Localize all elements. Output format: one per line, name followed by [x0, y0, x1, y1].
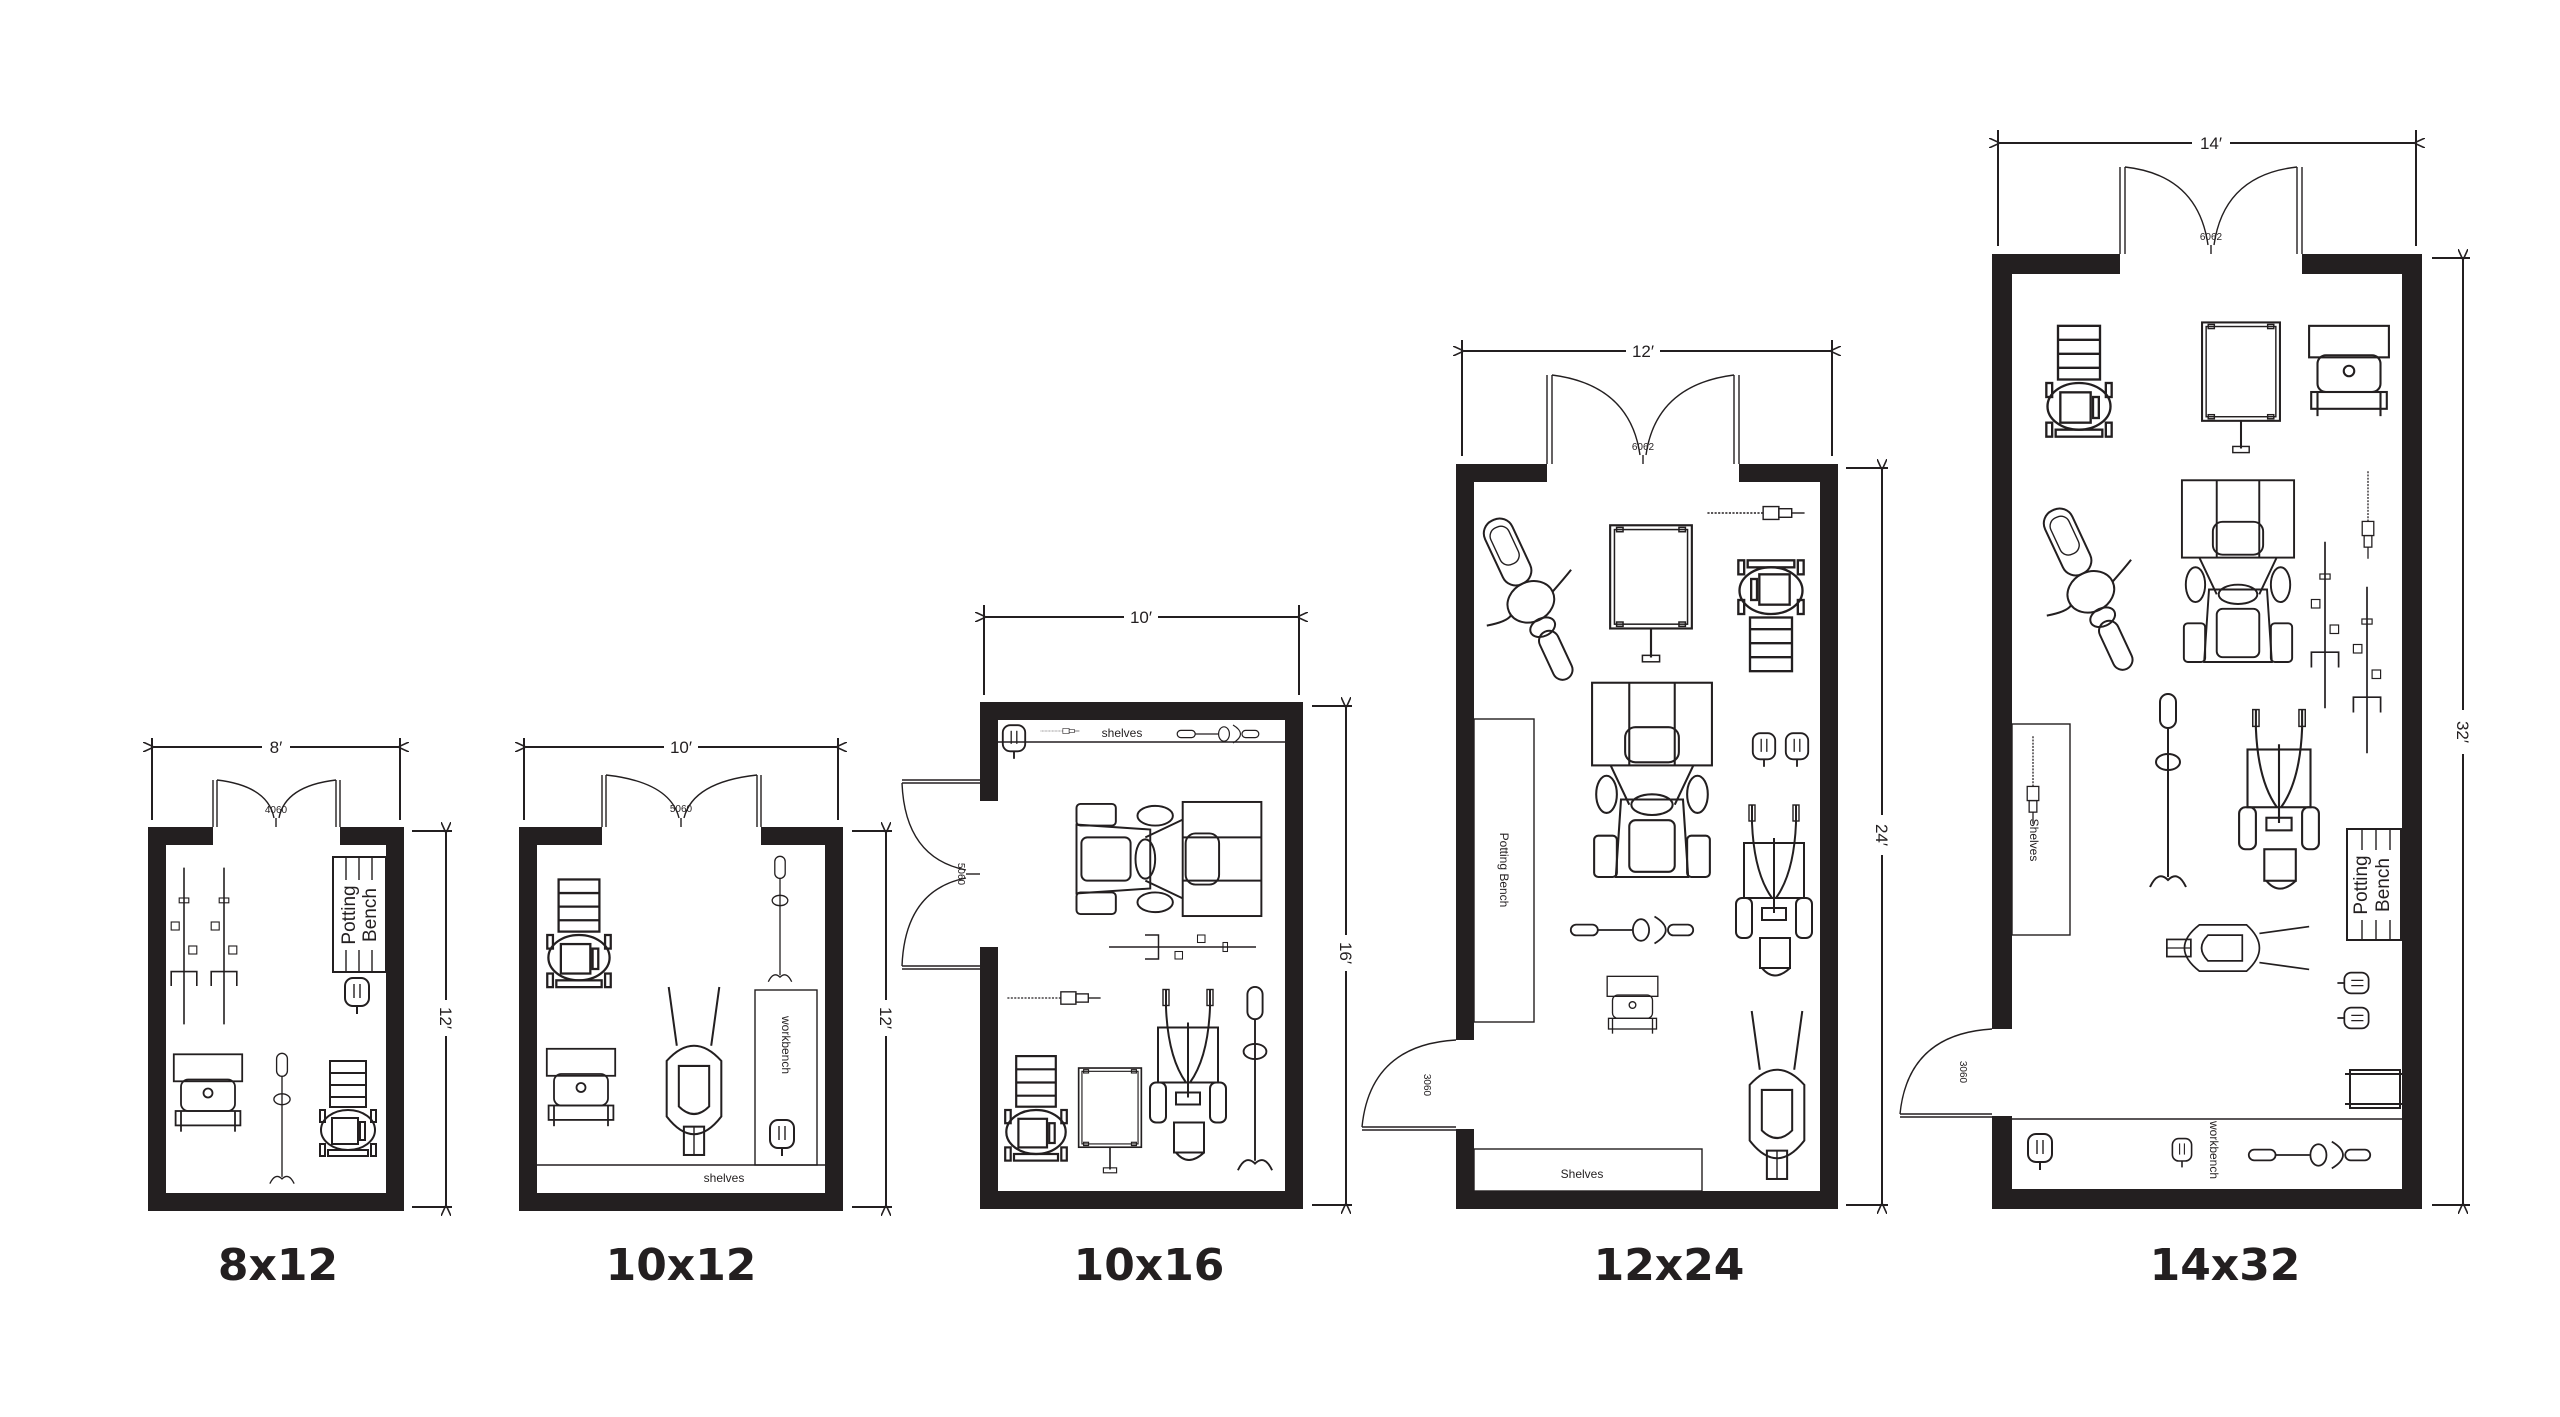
door-code: 5060 — [670, 804, 693, 815]
svg-text:workbench: workbench — [2207, 1120, 2221, 1179]
double-door[interactable] — [212, 779, 341, 827]
floor — [537, 845, 825, 1193]
svg-text:10′: 10′ — [670, 738, 692, 757]
svg-text:Shelves: Shelves — [2027, 819, 2041, 862]
plan-8x12: 4060 8′ 12′ Potting Bench — [148, 735, 458, 1211]
svg-text:16′: 16′ — [1336, 942, 1355, 964]
side-door-opening — [1991, 1029, 2013, 1116]
side-door[interactable] — [1899, 1028, 1993, 1118]
potting-bench: Potting Bench — [1473, 718, 1535, 1023]
side-door-code: 3060 — [1421, 1074, 1432, 1097]
svg-text:24′: 24′ — [1872, 824, 1891, 846]
potting-bench: Potting Bench — [2346, 828, 2402, 941]
floor — [1474, 482, 1820, 1191]
svg-text:32′: 32′ — [2453, 721, 2472, 743]
svg-text:Bench: Bench — [360, 888, 381, 942]
svg-text:14′: 14′ — [2200, 134, 2222, 153]
svg-text:12′: 12′ — [1632, 342, 1654, 361]
door-opening — [2120, 253, 2302, 275]
plan-label: 10x16 — [1074, 1240, 1225, 1291]
hand-cart — [2345, 1069, 2405, 1109]
plan-label: 14x32 — [2150, 1240, 2301, 1291]
svg-text:shelves: shelves — [704, 1171, 745, 1185]
potting-bench: Potting Bench — [332, 856, 387, 973]
double-door[interactable] — [1546, 374, 1740, 464]
height-dimension: 16′ — [1312, 706, 1358, 1205]
door-code: 4060 — [265, 805, 288, 816]
svg-text:12′: 12′ — [876, 1007, 895, 1029]
width-dimension: 10′ — [524, 735, 838, 820]
side-door-code: 3060 — [1957, 1061, 1968, 1084]
height-dimension: 32′ — [2432, 258, 2475, 1205]
height-dimension: 24′ — [1846, 468, 1894, 1205]
plan-10x16: 5060 10′ 16′ shelves — [901, 605, 1358, 1209]
floor — [2012, 274, 2402, 1189]
plan-10x12: 5060 10′ 12′ shelves workbench — [519, 735, 898, 1211]
double-door[interactable] — [2119, 166, 2303, 254]
height-dimension: 12′ — [852, 831, 898, 1207]
width-dimension: 8′ — [152, 735, 400, 820]
svg-text:Shelves: Shelves — [1561, 1167, 1604, 1181]
plan-label: 12x24 — [1594, 1240, 1745, 1291]
door-code: 5060 — [955, 863, 966, 886]
svg-text:Potting Bench: Potting Bench — [1497, 833, 1511, 908]
plan-label: 8x12 — [218, 1240, 338, 1291]
width-dimension: 10′ — [984, 605, 1299, 695]
side-door-opening — [1455, 1040, 1475, 1129]
plan-14x32: 6062 3060 14′ 32′ Shelves Potting — [1899, 130, 2475, 1209]
svg-text:10′: 10′ — [1130, 608, 1152, 627]
door-code: 6062 — [2200, 232, 2223, 243]
height-dimension: 12′ — [412, 831, 458, 1207]
door-opening — [1547, 463, 1739, 483]
shelves: Shelves — [1473, 1148, 1703, 1192]
door-opening — [213, 826, 340, 846]
svg-text:shelves: shelves — [1102, 726, 1143, 740]
double-door[interactable] — [601, 774, 762, 827]
width-dimension: 12′ — [1462, 339, 1832, 456]
workbench: workbench — [754, 989, 818, 1166]
side-door[interactable] — [1361, 1039, 1457, 1131]
workbench: workbench — [2012, 1118, 2402, 1179]
svg-text:Bench: Bench — [2373, 858, 2394, 912]
svg-text:12′: 12′ — [436, 1007, 455, 1029]
door-opening — [602, 826, 761, 846]
plan-label: 10x12 — [606, 1240, 757, 1291]
door-code: 6062 — [1632, 442, 1655, 453]
svg-text:8′: 8′ — [270, 738, 283, 757]
door-opening — [979, 801, 999, 947]
svg-text:workbench: workbench — [779, 1015, 793, 1074]
width-dimension: 14′ — [1998, 130, 2416, 246]
plan-12x24: 6062 3060 12′ 24′ Potting Bench Shelves — [1361, 339, 1894, 1209]
svg-text:Potting: Potting — [339, 885, 360, 944]
shelves: shelves — [998, 726, 1285, 743]
shelves: Shelves — [2011, 723, 2071, 936]
svg-text:Potting: Potting — [2351, 855, 2372, 914]
double-door[interactable] — [901, 779, 980, 970]
